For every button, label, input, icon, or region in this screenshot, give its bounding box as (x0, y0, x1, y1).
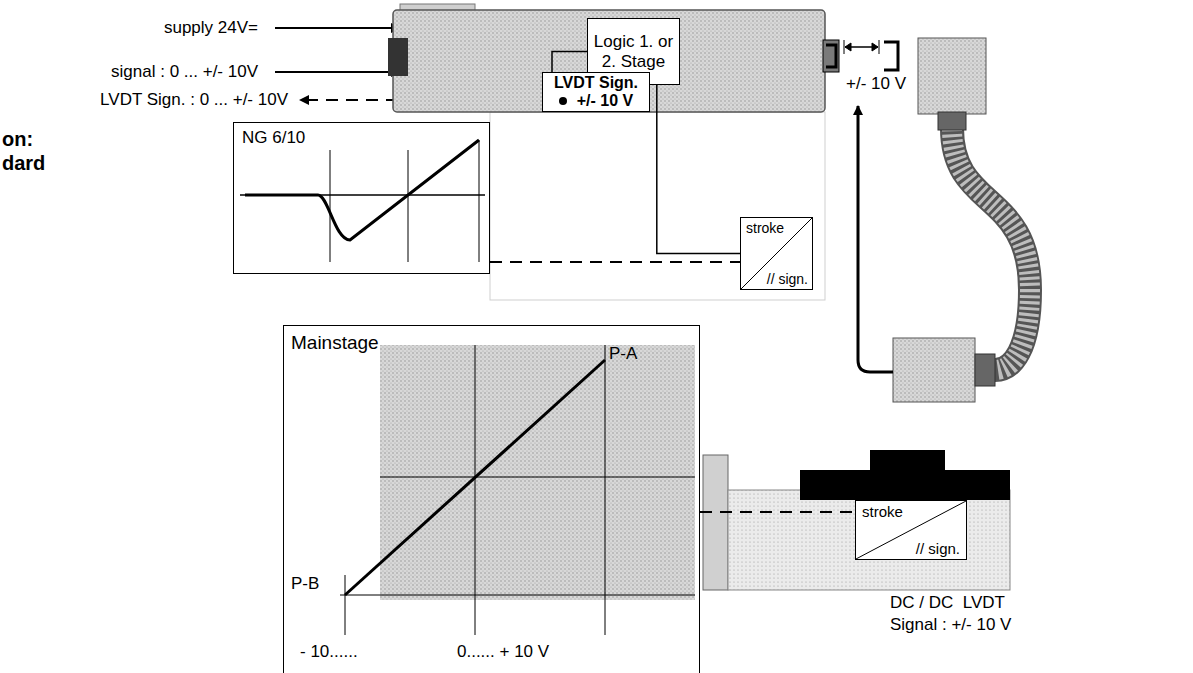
ng-chart (240, 140, 485, 262)
signal-link (700, 511, 855, 513)
cable (893, 38, 1030, 402)
box-heading: stroke (861, 503, 904, 520)
dc-lvdt-label: DC / DC LVDT (890, 593, 1005, 613)
box-text: // sign. (766, 271, 809, 287)
signal-label: signal : 0 ... +/- 10V (111, 62, 258, 82)
stroke-sensor-box: stroke // sign. (740, 217, 813, 290)
box-heading: Mainstage (290, 332, 380, 354)
plug-connector (823, 40, 898, 72)
box-text: P-B (290, 574, 320, 594)
box-text: P-A (608, 344, 638, 364)
lvdt-signal-box: LVDT Sign.+/- 10 V (542, 72, 650, 112)
mainstage-box: MainstageP-A P-B - 10...... 0...... + 10 V (283, 325, 700, 673)
heading-fragment: on: (2, 128, 33, 151)
indicator-dot (559, 97, 567, 105)
supply-label: supply 24V= (164, 18, 258, 38)
stroke-sensor-box: stroke // sign. (855, 500, 967, 560)
wire (657, 85, 740, 254)
valve-housing (388, 4, 825, 300)
mainstage-body (703, 450, 1010, 590)
box-heading: Logic 1. or 2. Stage (594, 32, 674, 71)
voltage-label: +/- 10 V (846, 74, 906, 94)
box-text: +/- 10 V (577, 92, 633, 110)
box-text: - 10...... (299, 642, 359, 662)
signal-range-label: Signal : +/- 10 V (890, 615, 1011, 635)
heading-fragment: dard (2, 152, 45, 175)
box-text: 0...... + 10 V (456, 642, 550, 662)
box-heading: LVDT Sign. (554, 74, 638, 92)
box-heading: NG 6/10 (242, 128, 305, 148)
signal-link (490, 261, 740, 263)
wire (552, 52, 587, 73)
ng-chart-box: NG 6/10 (233, 122, 490, 274)
feedback-arrow (858, 106, 893, 372)
lvdt-output-label: LVDT Sign. : 0 ... +/- 10V (100, 90, 288, 110)
box-heading: stroke (745, 220, 785, 236)
mainstage-chart (340, 345, 695, 635)
box-text: // sign. (915, 540, 961, 557)
